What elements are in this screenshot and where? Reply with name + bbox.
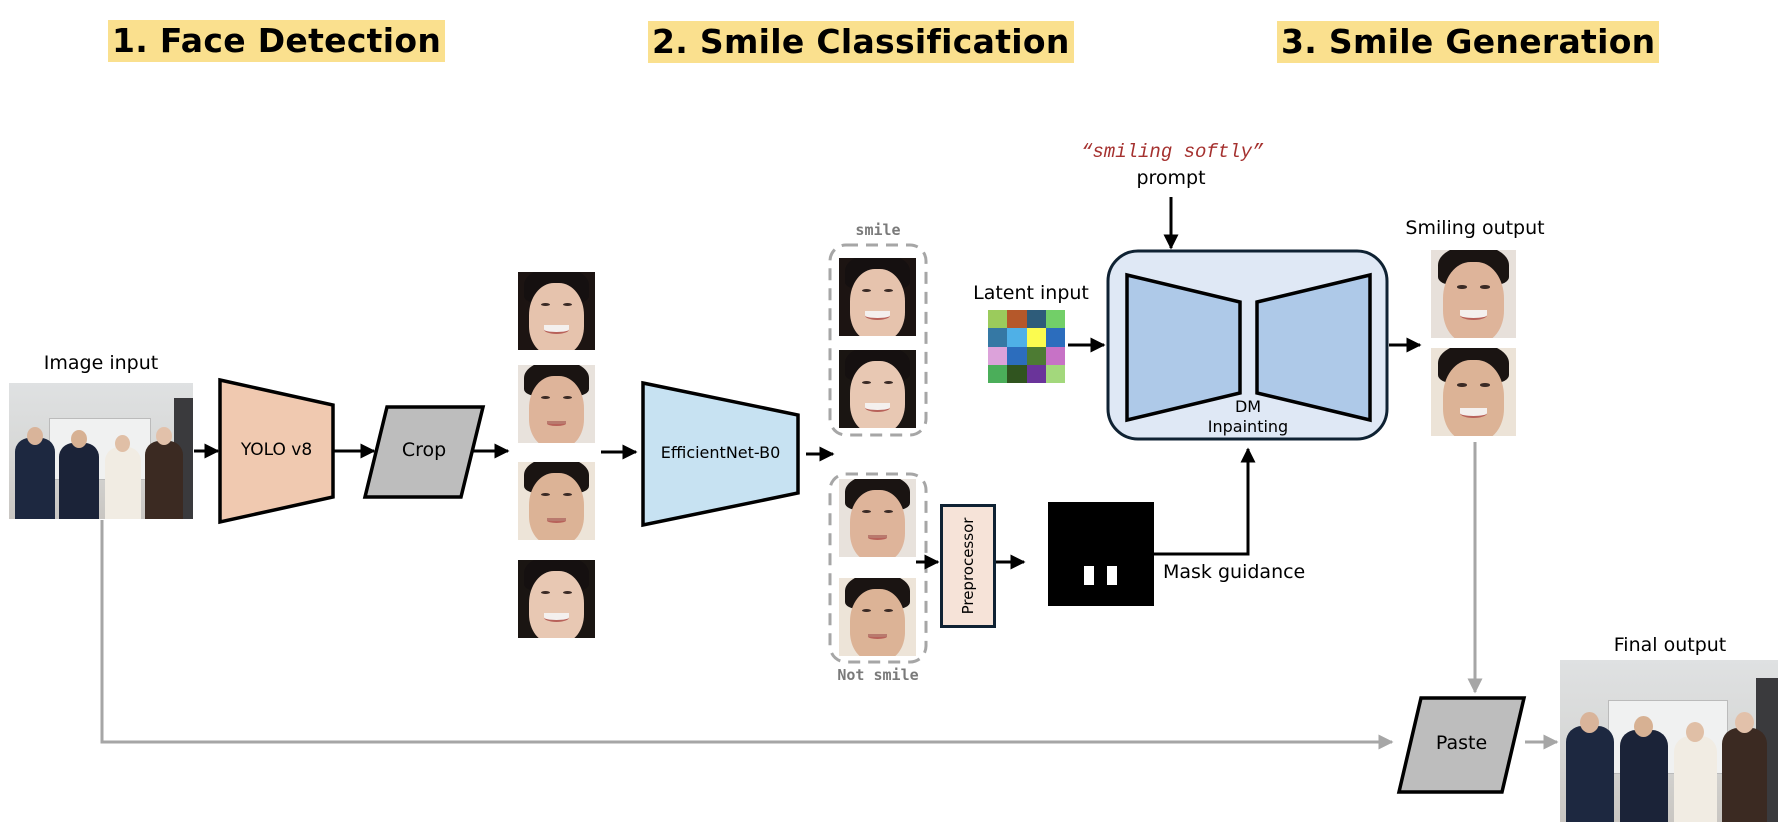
latent-input-label: Latent input: [973, 282, 1089, 304]
latent-cell: [988, 346, 1008, 365]
latent-input-grid: [988, 310, 1065, 383]
latent-cell: [988, 364, 1008, 383]
latent-cell: [1026, 346, 1046, 365]
crop-face-2: [518, 365, 595, 443]
mask-image: [1048, 502, 1154, 606]
dm-label-line1: DM: [1234, 397, 1262, 416]
dm-decoder-wing: [1255, 272, 1372, 423]
dm-encoder-wing: [1125, 272, 1242, 423]
latent-cell: [1026, 310, 1046, 329]
dm-label-line2: Inpainting: [1207, 417, 1289, 436]
not-smile-face-1: [839, 479, 916, 557]
latent-cell: [1045, 310, 1065, 329]
final-output-photo: [1560, 660, 1778, 822]
yolo-label: YOLO v8: [240, 440, 313, 460]
paste-label: Paste: [1435, 732, 1488, 754]
latent-cell: [1007, 310, 1027, 329]
image-input-label: Image input: [43, 352, 159, 374]
crop-face-1: [518, 272, 595, 350]
final-output-label: Final output: [1613, 634, 1727, 656]
efficientnet-block: [641, 380, 800, 528]
skip-connection-arrow: [100, 520, 1394, 750]
latent-cell: [1045, 364, 1065, 383]
latent-cell: [1007, 346, 1027, 365]
latent-cell: [988, 310, 1008, 329]
mask-hole-right: [1107, 566, 1117, 585]
efficientnet-label: EfficientNet-B0: [660, 443, 781, 462]
stage-title-face-detection: 1. Face Detection: [108, 20, 446, 62]
smile-face-1: [839, 258, 916, 336]
stage-title-smile-classification: 2. Smile Classification: [648, 21, 1074, 63]
mask-hole-left: [1084, 566, 1094, 585]
latent-cell: [1026, 364, 1046, 383]
latent-cell: [1007, 364, 1027, 383]
latent-cell: [1045, 328, 1065, 347]
paste-block: [1396, 696, 1527, 794]
latent-cell: [1007, 328, 1027, 347]
crop-face-3: [518, 462, 595, 540]
smile-label: smile: [855, 221, 901, 239]
mask-guidance-label: Mask guidance: [1163, 561, 1306, 583]
smiling-output-label: Smiling output: [1405, 217, 1545, 239]
smile-face-2: [839, 350, 916, 428]
arrow-mask-to-dm: [1154, 447, 1256, 556]
stage-title-smile-generation: 3. Smile Generation: [1277, 21, 1660, 63]
input-photo: [9, 383, 193, 519]
not-smile-face-2: [839, 578, 916, 656]
crop-block: [362, 405, 486, 499]
latent-cell: [1045, 346, 1065, 365]
latent-cell: [1026, 328, 1046, 347]
smiling-output-face-2: [1431, 348, 1516, 436]
latent-cell: [988, 328, 1008, 347]
smile-group-box: [828, 243, 928, 437]
prompt-label: prompt: [1136, 167, 1206, 189]
prompt-text: “smiling softly”: [1081, 141, 1264, 163]
smiling-output-face-1: [1431, 250, 1516, 338]
preprocessor-label: Preprocessor: [959, 517, 977, 615]
yolo-block: [218, 377, 335, 525]
crop-label: Crop: [401, 439, 447, 461]
not-smile-label: Not smile: [837, 666, 919, 684]
preprocessor-block: Preprocessor: [940, 504, 996, 628]
crop-face-4: [518, 560, 595, 638]
